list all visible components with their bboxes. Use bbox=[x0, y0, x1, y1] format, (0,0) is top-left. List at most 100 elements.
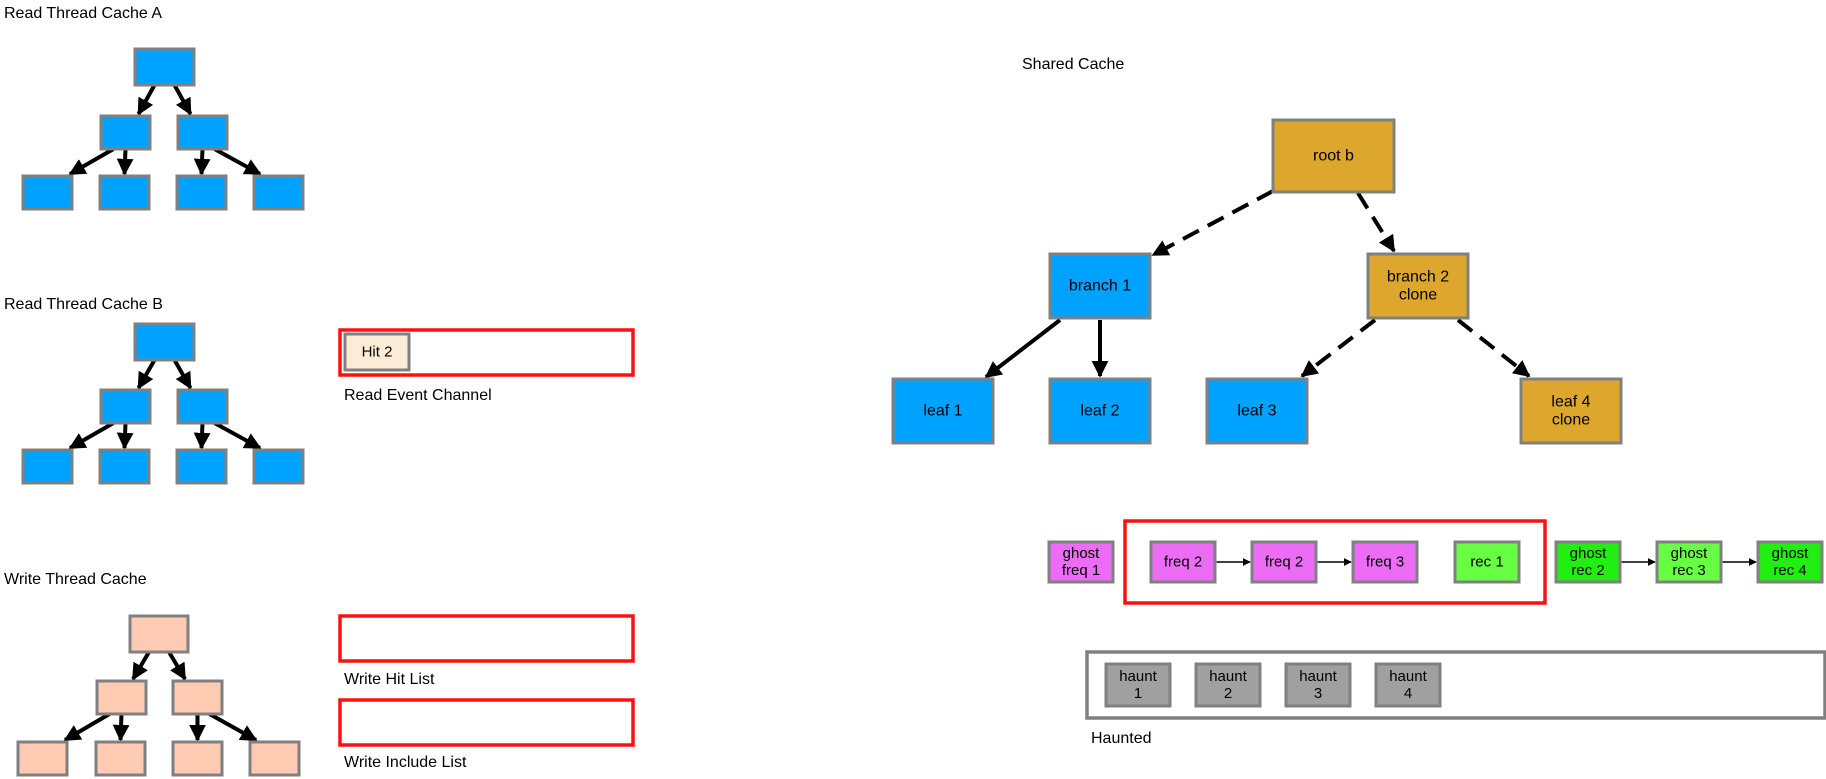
haunt-item-1-label: haunt bbox=[1119, 668, 1157, 685]
freq-item-3: freq 3 bbox=[1351, 540, 1419, 584]
shared-edge-root-branch1 bbox=[1151, 189, 1274, 257]
title-read-cache-b: Read Thread Cache B bbox=[4, 296, 163, 313]
haunt-item-4-label: 4 bbox=[1404, 685, 1412, 702]
shared-root-node: root b bbox=[1271, 118, 1396, 194]
write-cache-leaf-4 bbox=[248, 740, 301, 777]
read-cache-b-edge-root-left bbox=[136, 359, 157, 390]
read-cache-a-branch-left bbox=[99, 114, 152, 151]
haunt-item-2-label: haunt bbox=[1209, 668, 1247, 685]
write-cache-leaf-2 bbox=[94, 740, 147, 777]
title-read-cache-a: Read Thread Cache A bbox=[4, 5, 163, 22]
ghost-rec-4-label: ghost bbox=[1772, 545, 1810, 562]
write-include-list bbox=[338, 698, 635, 747]
read-cache-b-edge-l-leaf2 bbox=[116, 422, 134, 450]
write-cache-edge-l-leaf2 bbox=[112, 713, 130, 742]
read-cache-a-branch-right bbox=[176, 114, 229, 151]
read-cache-a-edge-root-left bbox=[136, 84, 157, 116]
read-cache-a-root-node bbox=[133, 47, 196, 87]
shared-edge-branch1-leaf1 bbox=[984, 318, 1062, 379]
write-cache-root-node bbox=[128, 614, 190, 654]
read-cache-a-leaf-1 bbox=[21, 174, 74, 211]
label-haunted: Haunted bbox=[1091, 730, 1152, 747]
rec-item-1-label: rec 1 bbox=[1470, 554, 1503, 571]
shared-branch-2-clone-label: clone bbox=[1399, 287, 1437, 304]
read-cache-b-branch-left bbox=[99, 388, 152, 425]
write-hit-list bbox=[338, 614, 635, 663]
ghost-freq-1-label: freq 1 bbox=[1062, 562, 1100, 579]
ghost-rec-4-label: rec 4 bbox=[1773, 562, 1806, 579]
shared-leaf-2: leaf 2 bbox=[1048, 377, 1152, 445]
shared-root-node-label: root b bbox=[1313, 148, 1354, 165]
write-cache-edge-root-left bbox=[131, 650, 151, 681]
label-write-include-list: Write Include List bbox=[344, 754, 467, 771]
shared-leaf-4-clone-label: leaf 4 bbox=[1551, 393, 1590, 410]
read-event-item-label: Hit 2 bbox=[362, 344, 393, 361]
read-cache-b-leaf-3 bbox=[175, 448, 228, 485]
read-cache-b-edge-r-leaf4 bbox=[213, 421, 262, 450]
read-cache-b-leaf-1 bbox=[21, 448, 74, 485]
shared-leaf-1-label: leaf 1 bbox=[923, 403, 962, 420]
rec-item-1: rec 1 bbox=[1453, 540, 1521, 584]
read-cache-b-edge-r-leaf3 bbox=[193, 422, 211, 450]
freq-item-1: freq 2 bbox=[1149, 540, 1217, 584]
ghost-rec-3-label: ghost bbox=[1671, 545, 1709, 562]
read-cache-b-leaf-4 bbox=[252, 448, 305, 485]
read-cache-a-leaf-3 bbox=[175, 174, 228, 211]
haunt-item-3-label: 3 bbox=[1314, 685, 1322, 702]
freq-item-3-label: freq 3 bbox=[1366, 554, 1404, 571]
shared-leaf-1: leaf 1 bbox=[891, 377, 995, 445]
write-cache-leaf-1 bbox=[16, 740, 69, 777]
freq-item-2: freq 2 bbox=[1250, 540, 1318, 584]
haunt-item-1-label: 1 bbox=[1134, 685, 1142, 702]
read-cache-b-edge-root-right bbox=[172, 359, 193, 390]
read-event-item: Hit 2 bbox=[343, 332, 411, 372]
read-cache-a-edge-l-leaf1 bbox=[68, 147, 115, 176]
haunted-container bbox=[1085, 650, 1826, 720]
shared-edge-branch2-leaf4 bbox=[1456, 318, 1531, 378]
main-cache-list bbox=[1123, 519, 1547, 605]
write-cache-branch-right bbox=[171, 679, 224, 716]
read-cache-a-edge-r-leaf3 bbox=[193, 148, 211, 176]
shared-leaf-3-label: leaf 3 bbox=[1237, 403, 1276, 420]
read-cache-a-edge-root-right bbox=[172, 84, 193, 116]
write-cache-leaf-3 bbox=[171, 740, 224, 777]
ghost-rec-3-label: rec 3 bbox=[1672, 562, 1705, 579]
ghost-rec-2-label: ghost bbox=[1570, 545, 1608, 562]
read-cache-a-edge-r-leaf4 bbox=[213, 147, 262, 176]
label-write-hit-list: Write Hit List bbox=[344, 671, 435, 688]
read-cache-b-root-node bbox=[133, 322, 196, 362]
write-cache-edge-root-right bbox=[167, 650, 187, 681]
read-cache-a-leaf-4 bbox=[252, 174, 305, 211]
shared-branch-2-clone-label: branch 2 bbox=[1387, 268, 1449, 285]
read-event-channel bbox=[338, 328, 635, 377]
ghost-freq-1-label: ghost bbox=[1063, 545, 1101, 562]
read-cache-b-leaf-2 bbox=[98, 448, 151, 485]
shared-edge-root-branch2 bbox=[1356, 191, 1396, 253]
haunt-item-3-label: haunt bbox=[1299, 668, 1337, 685]
shared-leaf-3: leaf 3 bbox=[1205, 377, 1309, 445]
write-cache-edge-r-leaf4 bbox=[208, 712, 258, 742]
shared-edge-branch2-leaf3 bbox=[1300, 318, 1377, 378]
freq-item-2-label: freq 2 bbox=[1265, 554, 1303, 571]
freq-item-1-label: freq 2 bbox=[1164, 554, 1202, 571]
shared-branch-1-label: branch 1 bbox=[1069, 278, 1131, 295]
write-cache-edge-l-leaf1 bbox=[63, 712, 111, 742]
read-cache-a-edge-l-leaf2 bbox=[116, 148, 134, 176]
shared-branch-2-clone: branch 2 clone bbox=[1366, 252, 1470, 320]
ghost-rec-2-label: rec 2 bbox=[1571, 562, 1604, 579]
read-cache-a-leaf-2 bbox=[98, 174, 151, 211]
shared-branch-1: branch 1 bbox=[1048, 252, 1152, 320]
haunt-item-4-label: haunt bbox=[1389, 668, 1427, 685]
shared-leaf-2-label: leaf 2 bbox=[1080, 403, 1119, 420]
title-write-cache: Write Thread Cache bbox=[4, 571, 147, 588]
